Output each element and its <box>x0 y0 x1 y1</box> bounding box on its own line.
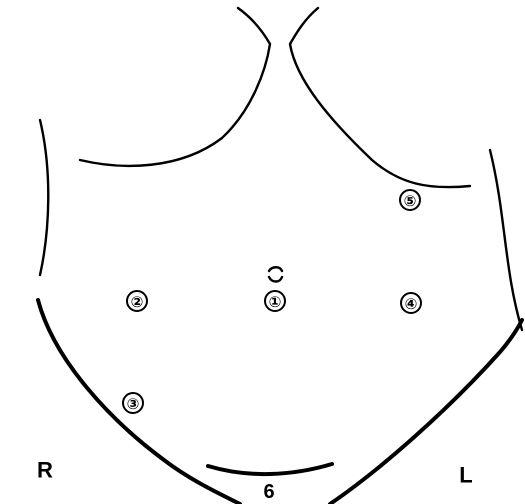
suprapubic-incision <box>208 464 332 474</box>
port-3-label: ③ <box>127 395 140 413</box>
port-2: ② <box>127 291 147 311</box>
port-1-label: ① <box>269 293 282 311</box>
port-5-label: ⑤ <box>404 192 417 210</box>
port-3: ③ <box>123 393 143 413</box>
port-2-label: ② <box>131 293 144 311</box>
left-flank <box>40 120 48 275</box>
incision-label: 6 <box>263 481 274 503</box>
port-4-label: ④ <box>405 295 418 313</box>
port-4: ④ <box>401 293 421 313</box>
right-costal-margin <box>290 8 470 187</box>
left-side-label: L <box>459 463 472 488</box>
left-costal-margin <box>80 8 270 166</box>
right-flank <box>490 150 522 330</box>
port-5: ⑤ <box>400 190 420 210</box>
port-1: ① <box>265 291 285 311</box>
right-inguinal-line <box>330 320 522 504</box>
umbilicus-icon <box>269 267 282 281</box>
right-side-label: R <box>37 458 53 483</box>
torso-outline <box>38 8 522 504</box>
